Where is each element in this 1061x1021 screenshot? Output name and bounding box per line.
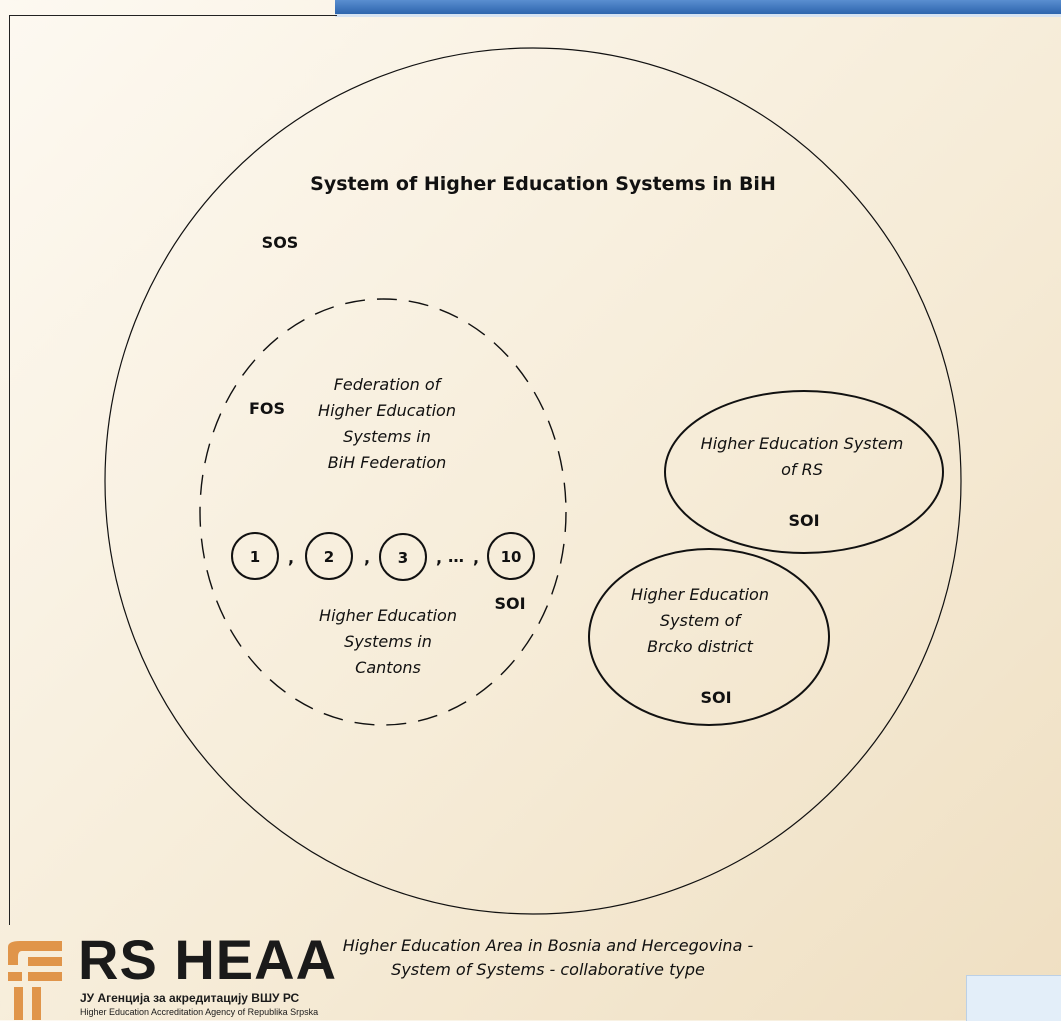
frame-top-rule — [9, 15, 337, 16]
cantons-text-line-2: Systems in — [344, 632, 432, 651]
canton-ellipsis: … — [448, 547, 464, 566]
top-banner-bar — [335, 0, 1061, 17]
canton-circle-1 — [231, 532, 279, 580]
caption-line-2: System of Systems - collaborative type — [391, 960, 705, 979]
sos-label: SOS — [262, 233, 299, 252]
brcko-soi-label: SOI — [700, 688, 731, 707]
canton-circle-10 — [487, 532, 535, 580]
canton-number-2: 2 — [324, 548, 334, 566]
caption-line-1: Higher Education Area in Bosnia and Herc… — [342, 936, 754, 955]
sos-circle — [104, 47, 962, 915]
cantons-text-line-3: Cantons — [355, 658, 421, 677]
brcko-ellipse — [588, 548, 830, 726]
canton-circle-2 — [305, 532, 353, 580]
frame-left-rule — [9, 15, 10, 925]
federation-title-line-4: BiH Federation — [328, 453, 447, 472]
sos-title: System of Higher Education Systems in Bi… — [310, 173, 776, 195]
canton-separator-4: , — [473, 548, 479, 567]
federation-title-line-2: Higher Education — [318, 401, 456, 420]
logo-title: RS HEAA — [78, 928, 338, 991]
canton-number-3: 3 — [398, 549, 408, 567]
rs-ellipse — [664, 390, 944, 554]
logo-mark-icon — [8, 941, 62, 1020]
logo-subtitle-en: Higher Education Accreditation Agency of… — [80, 1007, 319, 1017]
rs-title-line-2: of RS — [781, 460, 823, 479]
canton-number-1: 1 — [250, 548, 260, 566]
federation-title-line-1: Federation of — [334, 375, 443, 394]
cantons-soi-label: SOI — [494, 594, 525, 613]
brcko-title-line-2: System of — [660, 611, 743, 630]
logo-subtitle: ЈУ Агенција за акредитацију ВШУ РС — [80, 991, 300, 1005]
federation-title-line-3: Systems in — [343, 427, 431, 446]
federation-circle — [199, 298, 567, 726]
cantons-text-line-1: Higher Education — [319, 606, 457, 625]
diagram-caption: Higher Education Area in Bosnia and Herc… — [318, 934, 778, 982]
rs-heaa-logo: RS HEAA ЈУ Агенција за акредитацију ВШУ … — [0, 929, 336, 1020]
brcko-title-line-1: Higher Education — [631, 585, 769, 604]
canton-separator-1: , — [288, 548, 294, 567]
canton-number-10: 10 — [501, 548, 522, 566]
brcko-title-line-3: Brcko district — [647, 637, 754, 656]
fos-label: FOS — [249, 399, 285, 418]
corner-panel — [966, 975, 1061, 1021]
canton-separator-2: , — [364, 548, 370, 567]
canton-separator-3: , — [436, 548, 442, 567]
rs-soi-label: SOI — [788, 511, 819, 530]
canton-circle-3 — [379, 533, 427, 581]
rs-title-line-1: Higher Education System — [701, 434, 904, 453]
